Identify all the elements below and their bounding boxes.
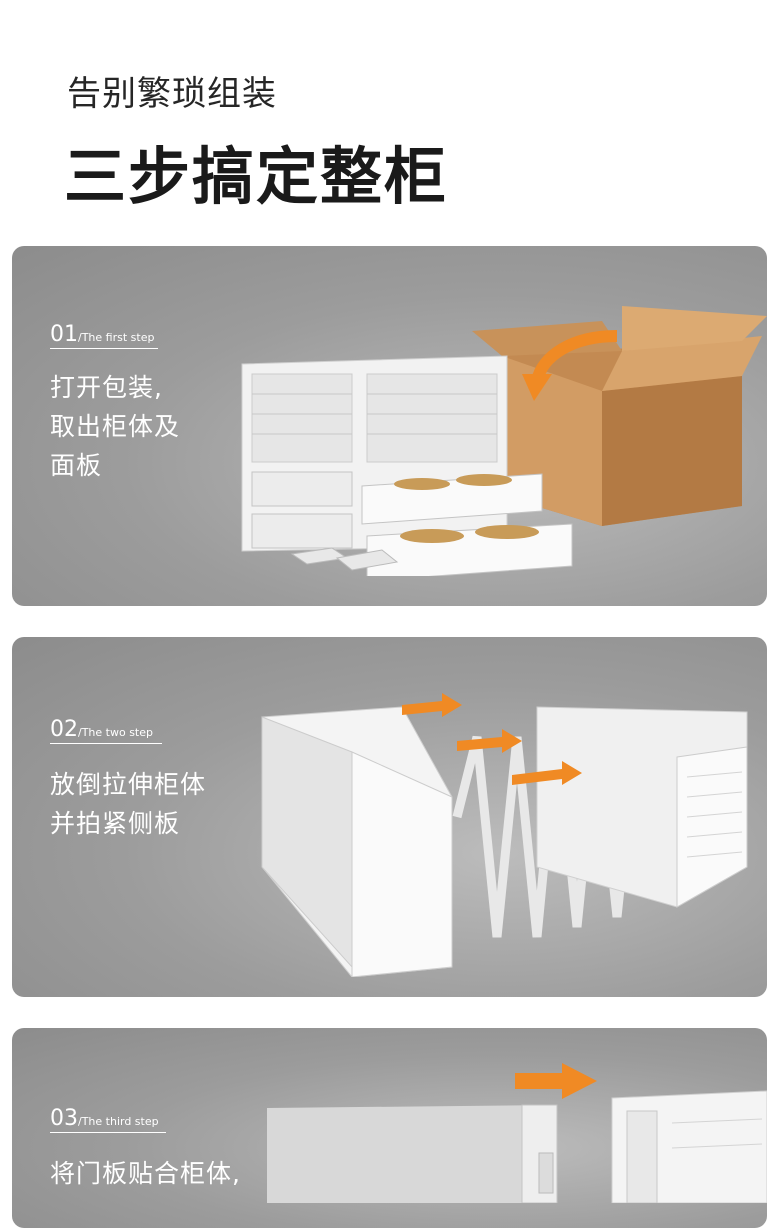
page-header: 告别繁琐组装 三步搞定整柜 (0, 0, 775, 240)
door-panel-image (267, 1104, 558, 1203)
cabinet-edge-image (611, 1090, 767, 1203)
page-title: 三步搞定整柜 (64, 140, 449, 213)
step-3-english: /The third step (78, 1115, 159, 1128)
curved-arrow-icon (531, 330, 618, 383)
step-2-underline (50, 743, 162, 744)
step-2-english: /The two step (78, 726, 153, 739)
step-1-description: 打开包装, 取出柜体及 面板 (50, 368, 180, 485)
step-3-desc-line-1: 将门板贴合柜体, (50, 1159, 241, 1188)
folded-cabinet-image (261, 706, 453, 977)
step-2-label: 02/The two step (50, 717, 153, 742)
step-1-panel: 01/The first step 打开包装, 取出柜体及 面板 (12, 246, 767, 606)
step-3-number: 03 (50, 1106, 78, 1131)
page-subtitle: 告别繁琐组装 (67, 74, 277, 114)
push-arrow-icon (515, 1063, 597, 1099)
step-3-description: 将门板贴合柜体, (50, 1154, 241, 1193)
step-1-label: 01/The first step (50, 322, 154, 347)
step-1-underline (50, 348, 158, 349)
step-1-desc-line-1: 打开包装, (50, 373, 163, 402)
accordion-frame-image (452, 706, 748, 938)
pull-arrow-icon (402, 693, 582, 785)
step-3-illustration (267, 1063, 767, 1203)
step-2-desc-line-2: 并拍紧侧板 (50, 809, 181, 838)
step-1-desc-line-2: 取出柜体及 (50, 412, 181, 441)
step-1-english: /The first step (78, 331, 155, 344)
step-2-panel: 02/The two step 放倒拉伸柜体 并拍紧侧板 (12, 637, 767, 997)
step-3-panel: 03/The third step 将门板贴合柜体, (12, 1028, 767, 1228)
step-3-underline (50, 1132, 166, 1133)
step-1-number: 01 (50, 322, 78, 347)
step-1-illustration (241, 306, 767, 576)
step-3-label: 03/The third step (50, 1106, 159, 1131)
step-2-illustration (261, 693, 748, 977)
step-1-desc-line-3: 面板 (50, 451, 103, 480)
step-2-description: 放倒拉伸柜体 并拍紧侧板 (50, 765, 206, 843)
cabinet-image (241, 355, 573, 576)
step-2-desc-line-1: 放倒拉伸柜体 (50, 770, 207, 799)
step-2-number: 02 (50, 717, 78, 742)
